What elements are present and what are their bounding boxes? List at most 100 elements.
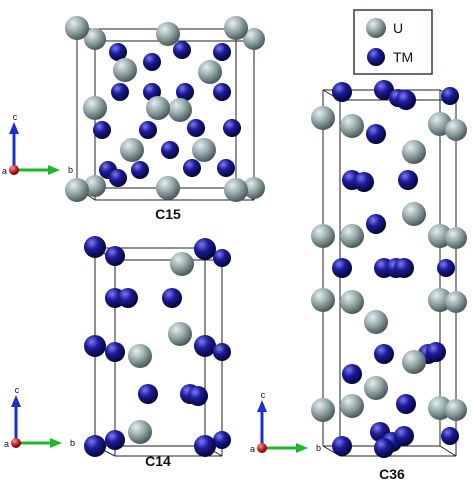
axis-c-label: c [261, 390, 266, 400]
c14-tm-atom [105, 246, 125, 266]
c36-u-atom [340, 394, 364, 418]
c15-tm-atom [213, 83, 231, 101]
c36-u-atom [364, 310, 388, 334]
c15-u-atom [113, 58, 137, 82]
axis-a-label: a [4, 439, 9, 449]
axis-b-arrowhead [50, 438, 62, 448]
axis-c-label: c [15, 385, 20, 395]
c14-tm-atom [194, 238, 216, 260]
axis-c-label: c [13, 112, 18, 122]
c14-tm-atom [213, 249, 231, 267]
c15-tm-atom [143, 53, 161, 71]
c15-u-atom [243, 28, 265, 50]
c15-u-atom [120, 138, 144, 162]
c36-tm-atom [396, 394, 416, 414]
legend-label-tm: TM [393, 49, 413, 65]
c36-tm-atom [441, 427, 459, 445]
c15-tm-atom [213, 43, 231, 61]
structure-label-c36: C36 [379, 466, 405, 482]
c36-u-atom [445, 291, 467, 313]
legend: U TM [353, 9, 433, 75]
c36-tm-atom [332, 82, 352, 102]
axis-a-marker [257, 443, 267, 453]
c15-tm-atom [131, 161, 149, 179]
axis-b-label: b [68, 165, 73, 175]
c36-tm-atom [366, 214, 386, 234]
c36-tm-atom [374, 438, 394, 458]
c14-tm-atom [194, 435, 216, 457]
c14-tm-atom [118, 288, 138, 308]
c36-tm-atom [374, 344, 394, 364]
c14-atoms [84, 236, 231, 457]
c14-u-atom [128, 344, 152, 368]
axis-c-arrowhead [257, 400, 267, 412]
c14-tm-atom [105, 342, 125, 362]
c14-u-atom [128, 420, 152, 444]
c15-tm-atom [111, 83, 129, 101]
c36-u-atom [311, 288, 335, 312]
c36-u-atom [402, 350, 426, 374]
axis-a-label: a [2, 166, 7, 176]
c36-tm-atom [441, 87, 459, 105]
axis-c-arrowhead [9, 122, 19, 134]
c36-u-atom [340, 224, 364, 248]
c36-u-atom [311, 398, 335, 422]
structure-label-c14: C14 [145, 453, 171, 469]
legend-u-atom-icon [366, 18, 386, 38]
c36-u-atom [311, 224, 335, 248]
c36-tm-atom [426, 342, 446, 362]
c15-tm-atom [176, 83, 194, 101]
c14-u-atom [168, 322, 192, 346]
c15-tm-atom [109, 169, 127, 187]
c36-tm-atom [396, 90, 416, 110]
c14-tm-atom [84, 236, 106, 258]
c15-u-atom [192, 138, 216, 162]
c36-tm-atom [332, 436, 352, 456]
c15-tm-atom [217, 159, 235, 177]
axis-b-arrowhead [48, 165, 60, 175]
c36-tm-atom [437, 259, 455, 277]
c14-u-atom [170, 252, 194, 276]
c15-u-atom [84, 175, 106, 197]
c15-u-atom [224, 178, 248, 202]
axis-b-label: b [316, 443, 321, 453]
axis-b-arrowhead [296, 443, 308, 453]
c14-tm-atom [213, 343, 231, 361]
c14-tm-atom [138, 384, 158, 404]
c36-u-atom [445, 119, 467, 141]
c36-tm-atom [394, 426, 414, 446]
c36-u-atom [311, 106, 335, 130]
c36-u-atom [445, 227, 467, 249]
c36-u-atom [364, 376, 388, 400]
c36-atoms [311, 80, 467, 458]
c15-tm-atom [161, 141, 179, 159]
c14-tm-atom [84, 435, 106, 457]
c14-tm-atom [84, 335, 106, 357]
c15-u-atom [224, 16, 248, 40]
c15-u-atom [198, 60, 222, 84]
c15-u-atom [65, 16, 89, 40]
c15-u-atom [156, 22, 180, 46]
c36-u-atom [402, 202, 426, 226]
axis-a-label: a [250, 444, 255, 454]
c36-tm-atom [374, 80, 394, 100]
c15-u-atom [84, 28, 106, 50]
axis-triad-c14: cba [4, 385, 75, 449]
c15-tm-atom [223, 119, 241, 137]
c15-tm-atom [109, 43, 127, 61]
c36-tm-atom [394, 258, 414, 278]
c15-tm-atom [187, 119, 205, 137]
axis-c-arrowhead [11, 395, 21, 407]
axis-a-marker [9, 165, 19, 175]
c36-u-atom [445, 399, 467, 421]
c36-tm-atom [354, 172, 374, 192]
c36-tm-atom [398, 170, 418, 190]
structure-label-c15: C15 [155, 206, 181, 222]
c36-tm-atom [366, 124, 386, 144]
c15-u-atom [65, 178, 89, 202]
c36-u-atom [340, 290, 364, 314]
legend-label-u: U [393, 20, 403, 36]
c15-u-atom [156, 176, 180, 200]
c36-tm-atom [342, 364, 362, 384]
